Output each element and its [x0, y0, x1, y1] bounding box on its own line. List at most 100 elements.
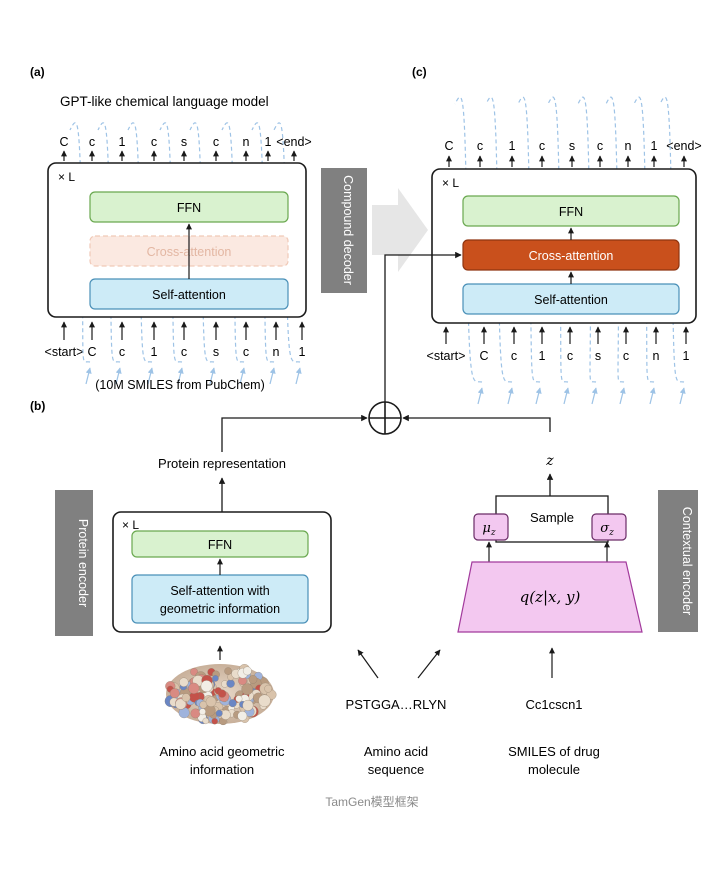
- panel-c-loop: [485, 96, 513, 383]
- protein-representation-label: Protein representation: [158, 456, 286, 471]
- z-label: z: [545, 453, 554, 469]
- panel-c-input-token: c: [511, 349, 517, 363]
- protein-structure-image: [164, 664, 277, 726]
- panel-a-input-token: c: [243, 345, 249, 359]
- drug-smiles-text: Cc1cscn1: [525, 697, 582, 712]
- arrow-protein-to-plus: [221, 414, 368, 452]
- panel-a-loop-arrow: [85, 367, 92, 385]
- panel-c-loop: [517, 96, 541, 383]
- panel-c-loop-arrow: [649, 387, 656, 405]
- panel-a-output-token: 1: [119, 135, 126, 149]
- panel-a-output-token: c: [89, 135, 95, 149]
- panel-c-input-token: s: [595, 349, 601, 363]
- panel-c-loop-arrow: [507, 387, 514, 405]
- caption-geometric-line1: Amino acid geometric: [160, 744, 285, 759]
- arrow-plus-to-cross-attention: [384, 251, 462, 402]
- panel-a-loop-arrow: [239, 367, 246, 385]
- panel-c-output-token: 1: [509, 139, 516, 153]
- contextual-encoder-label: Contextual encoder: [680, 507, 694, 615]
- panel-c-input-token: 1: [683, 349, 690, 363]
- panel-c-ffn-label: FFN: [559, 205, 583, 219]
- geo-self-attention-line2: geometric information: [160, 602, 280, 616]
- panel-a-output-token: s: [181, 135, 187, 149]
- panel-a-loop-arrow: [295, 367, 302, 385]
- panel-c-self-attention-label: Self-attention: [534, 293, 608, 307]
- protein-encoder-tag: [55, 490, 93, 636]
- panel-a-label: (a): [30, 65, 45, 79]
- panel-c-repeat-label: × L: [442, 176, 459, 190]
- panel-a-output-token: c: [151, 135, 157, 149]
- panel-a-input-token: 1: [299, 345, 306, 359]
- compound-decoder-label: Compound decoder: [341, 175, 355, 285]
- panel-a-loop-arrow: [115, 367, 122, 385]
- panel-c-loop-arrow: [535, 387, 542, 405]
- panel-c-output-token: c: [597, 139, 603, 153]
- panel-a-input-token: n: [273, 345, 280, 359]
- caption-smiles-line2: molecule: [528, 762, 580, 777]
- protein-ffn-block: [131, 530, 309, 558]
- panel-c-input-token: c: [623, 349, 629, 363]
- caption-geometric-line2: information: [190, 762, 254, 777]
- panel-a-input-token: c: [119, 345, 125, 359]
- panel-c-loop: [659, 96, 685, 383]
- panel-a-output-token: n: [243, 135, 250, 149]
- caption-smiles-line1: SMILES of drug: [508, 744, 600, 759]
- panel-a-loop-arrow: [147, 367, 154, 385]
- panel-a-loop-arrow: [209, 367, 216, 385]
- contextual-encoder-tag: [658, 490, 698, 632]
- panel-a-repeat-label: × L: [58, 170, 75, 184]
- footer-caption: TamGen模型框架: [325, 795, 418, 809]
- sigma-label: σz: [600, 521, 614, 538]
- panel-a-loop-arrow: [177, 367, 184, 385]
- panel-c-output-token: C: [444, 139, 453, 153]
- mu-label: μz: [482, 521, 495, 538]
- panel-a-loop-arrow: [269, 367, 276, 385]
- panel-c-input-token: c: [567, 349, 573, 363]
- panel-c-ffn-block: [462, 195, 680, 227]
- panel-a-self-attention-label: Self-attention: [152, 288, 226, 302]
- sample-label: Sample: [530, 510, 574, 525]
- panel-a-input-token: c: [181, 345, 187, 359]
- panel-c-loop-arrow: [477, 387, 484, 405]
- panel-c-output-token: c: [477, 139, 483, 153]
- panel-a-source-caption: (10M SMILES from PubChem): [95, 378, 265, 392]
- panel-a-output-token: <end>: [276, 135, 311, 149]
- panel-a-ffn-label: FFN: [177, 201, 201, 215]
- arrow-sequence-to-protein-encoder: [357, 649, 379, 679]
- panel-c-input-token: n: [653, 349, 660, 363]
- q-distribution-trapezoid: [457, 561, 643, 633]
- panel-a-input-token: 1: [151, 345, 158, 359]
- panel-c-output-token: c: [539, 139, 545, 153]
- panel-a-ffn-block: [89, 191, 289, 223]
- sigma-box: [591, 513, 627, 541]
- panel-c-output-token: n: [625, 139, 632, 153]
- arrow-sequence-to-contextual-encoder: [417, 649, 441, 679]
- panel-a-input-token: s: [213, 345, 219, 359]
- arrow-z-to-plus: [402, 414, 551, 432]
- panel-c-loop-arrow: [619, 387, 626, 405]
- panel-a-output-token: 1: [265, 135, 272, 149]
- protein-encoder-repeat-label: × L: [122, 518, 139, 532]
- panel-c-label: (c): [412, 65, 427, 79]
- transfer-arrow: [372, 188, 428, 272]
- panel-c-output-token: 1: [651, 139, 658, 153]
- mu-box: [473, 513, 509, 541]
- panel-c-output-token: s: [569, 139, 575, 153]
- panel-c-input-token: C: [479, 349, 488, 363]
- panel-a-input-token: C: [87, 345, 96, 359]
- protein-encoder-label: Protein encoder: [76, 519, 90, 607]
- panel-a-input-token: <start>: [45, 345, 84, 359]
- geo-self-attention-line1: Self-attention with: [170, 584, 269, 598]
- panel-c-loop-arrow: [679, 387, 686, 405]
- panel-b-label: (b): [30, 399, 45, 413]
- panel-c-loop-arrow: [563, 387, 570, 405]
- panel-c-output-token: <end>: [666, 139, 701, 153]
- amino-acid-sequence-text: PSTGGA…RLYN: [346, 697, 447, 712]
- panel-c-input-token: <start>: [427, 349, 466, 363]
- panel-a-output-token: c: [213, 135, 219, 149]
- compound-decoder-tag: [321, 168, 367, 293]
- panel-c-cross-attention-label: Cross-attention: [529, 249, 614, 263]
